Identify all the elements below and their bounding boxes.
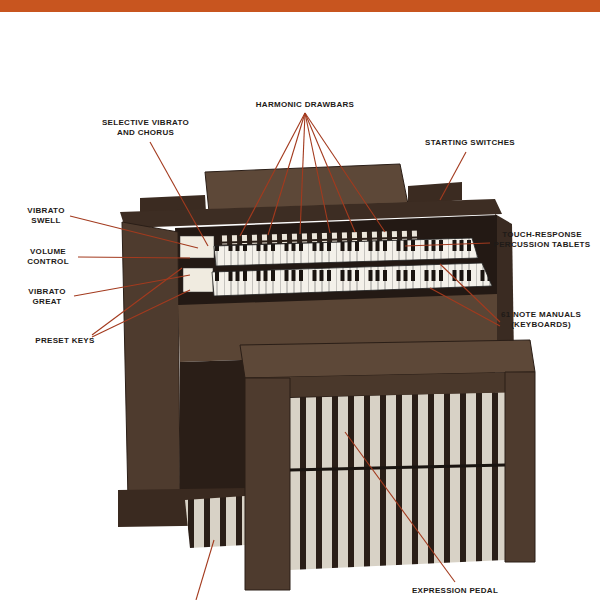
callout-label: HARMONIC DRAWBARS bbox=[240, 100, 370, 110]
callout-label: SELECTIVE VIBRATO AND CHORUS bbox=[98, 118, 193, 138]
leader-lines bbox=[70, 113, 500, 600]
callout-label: PRESET KEYS bbox=[30, 336, 100, 346]
callout-label: 61 NOTE MANUALS (KEYBOARDS) bbox=[500, 310, 582, 330]
callout-label: VOLUME CONTROL bbox=[18, 247, 78, 267]
callout-label: VIBRATO SWELL bbox=[20, 206, 72, 226]
bench bbox=[240, 340, 535, 590]
callout-label: EXPRESSION PEDAL bbox=[390, 586, 520, 596]
callout-label: TOUCH-RESPONSE PERCUSSION TABLETS bbox=[492, 230, 592, 250]
callout-label: VIBRATO GREAT bbox=[20, 287, 74, 307]
top-bar bbox=[0, 0, 600, 12]
callout-label: STARTING SWITCHES bbox=[410, 138, 530, 148]
